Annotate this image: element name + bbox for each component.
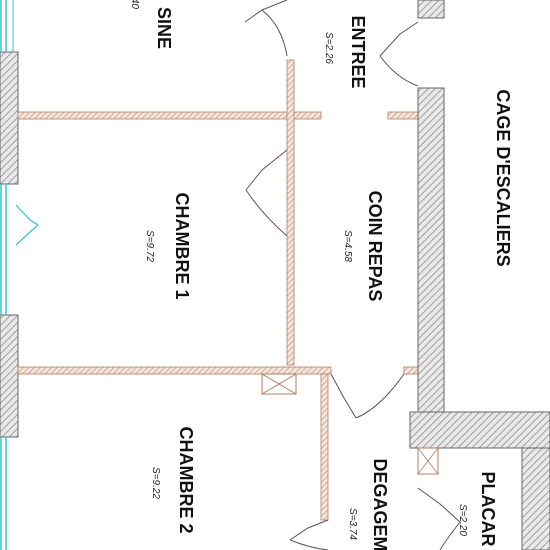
room-name-cage: CAGE D'ESCALIERS <box>493 89 513 266</box>
room-area-placard: S=2.20 <box>457 504 468 536</box>
room-name-coinrepas: COIN REPAS <box>365 191 385 302</box>
room-area-cuisine: .40 <box>129 0 140 9</box>
room-area-chambre1: S=9.72 <box>144 230 155 262</box>
room-area-coinrepas: S=4.58 <box>342 230 353 262</box>
room-label-cage: CAGE D'ESCALIERS <box>493 89 513 266</box>
room-area-chambre2: S=9.22 <box>150 467 161 499</box>
room-name-cuisine: SINE <box>154 7 174 49</box>
room-label-cuisine: SINE <box>154 7 174 49</box>
room-label-chambre1: CHAMBRE 1 <box>172 192 192 299</box>
room-label-placard: PLACAR <box>478 472 498 547</box>
room-label-chambre2: CHAMBRE 2 <box>176 426 196 533</box>
room-name-placard: PLACAR <box>478 472 498 547</box>
exterior-wall-left <box>0 51 19 438</box>
room-area-degagement: S=3.74 <box>347 508 358 540</box>
core-walls <box>409 0 550 550</box>
room-label-degagement: DEGAGEM <box>370 458 390 550</box>
window-left <box>0 0 39 550</box>
room-name-chambre1: CHAMBRE 1 <box>172 192 192 299</box>
room-label-coinrepas: COIN REPAS <box>365 191 385 302</box>
room-name-chambre2: CHAMBRE 2 <box>176 426 196 533</box>
room-name-degagement: DEGAGEM <box>370 458 390 550</box>
room-area-entree: S=2.26 <box>323 32 334 64</box>
room-label-entree: ENTREE <box>348 15 368 88</box>
door-swings <box>244 0 461 550</box>
room-name-entree: ENTREE <box>348 15 368 88</box>
partition-walls <box>17 59 419 521</box>
